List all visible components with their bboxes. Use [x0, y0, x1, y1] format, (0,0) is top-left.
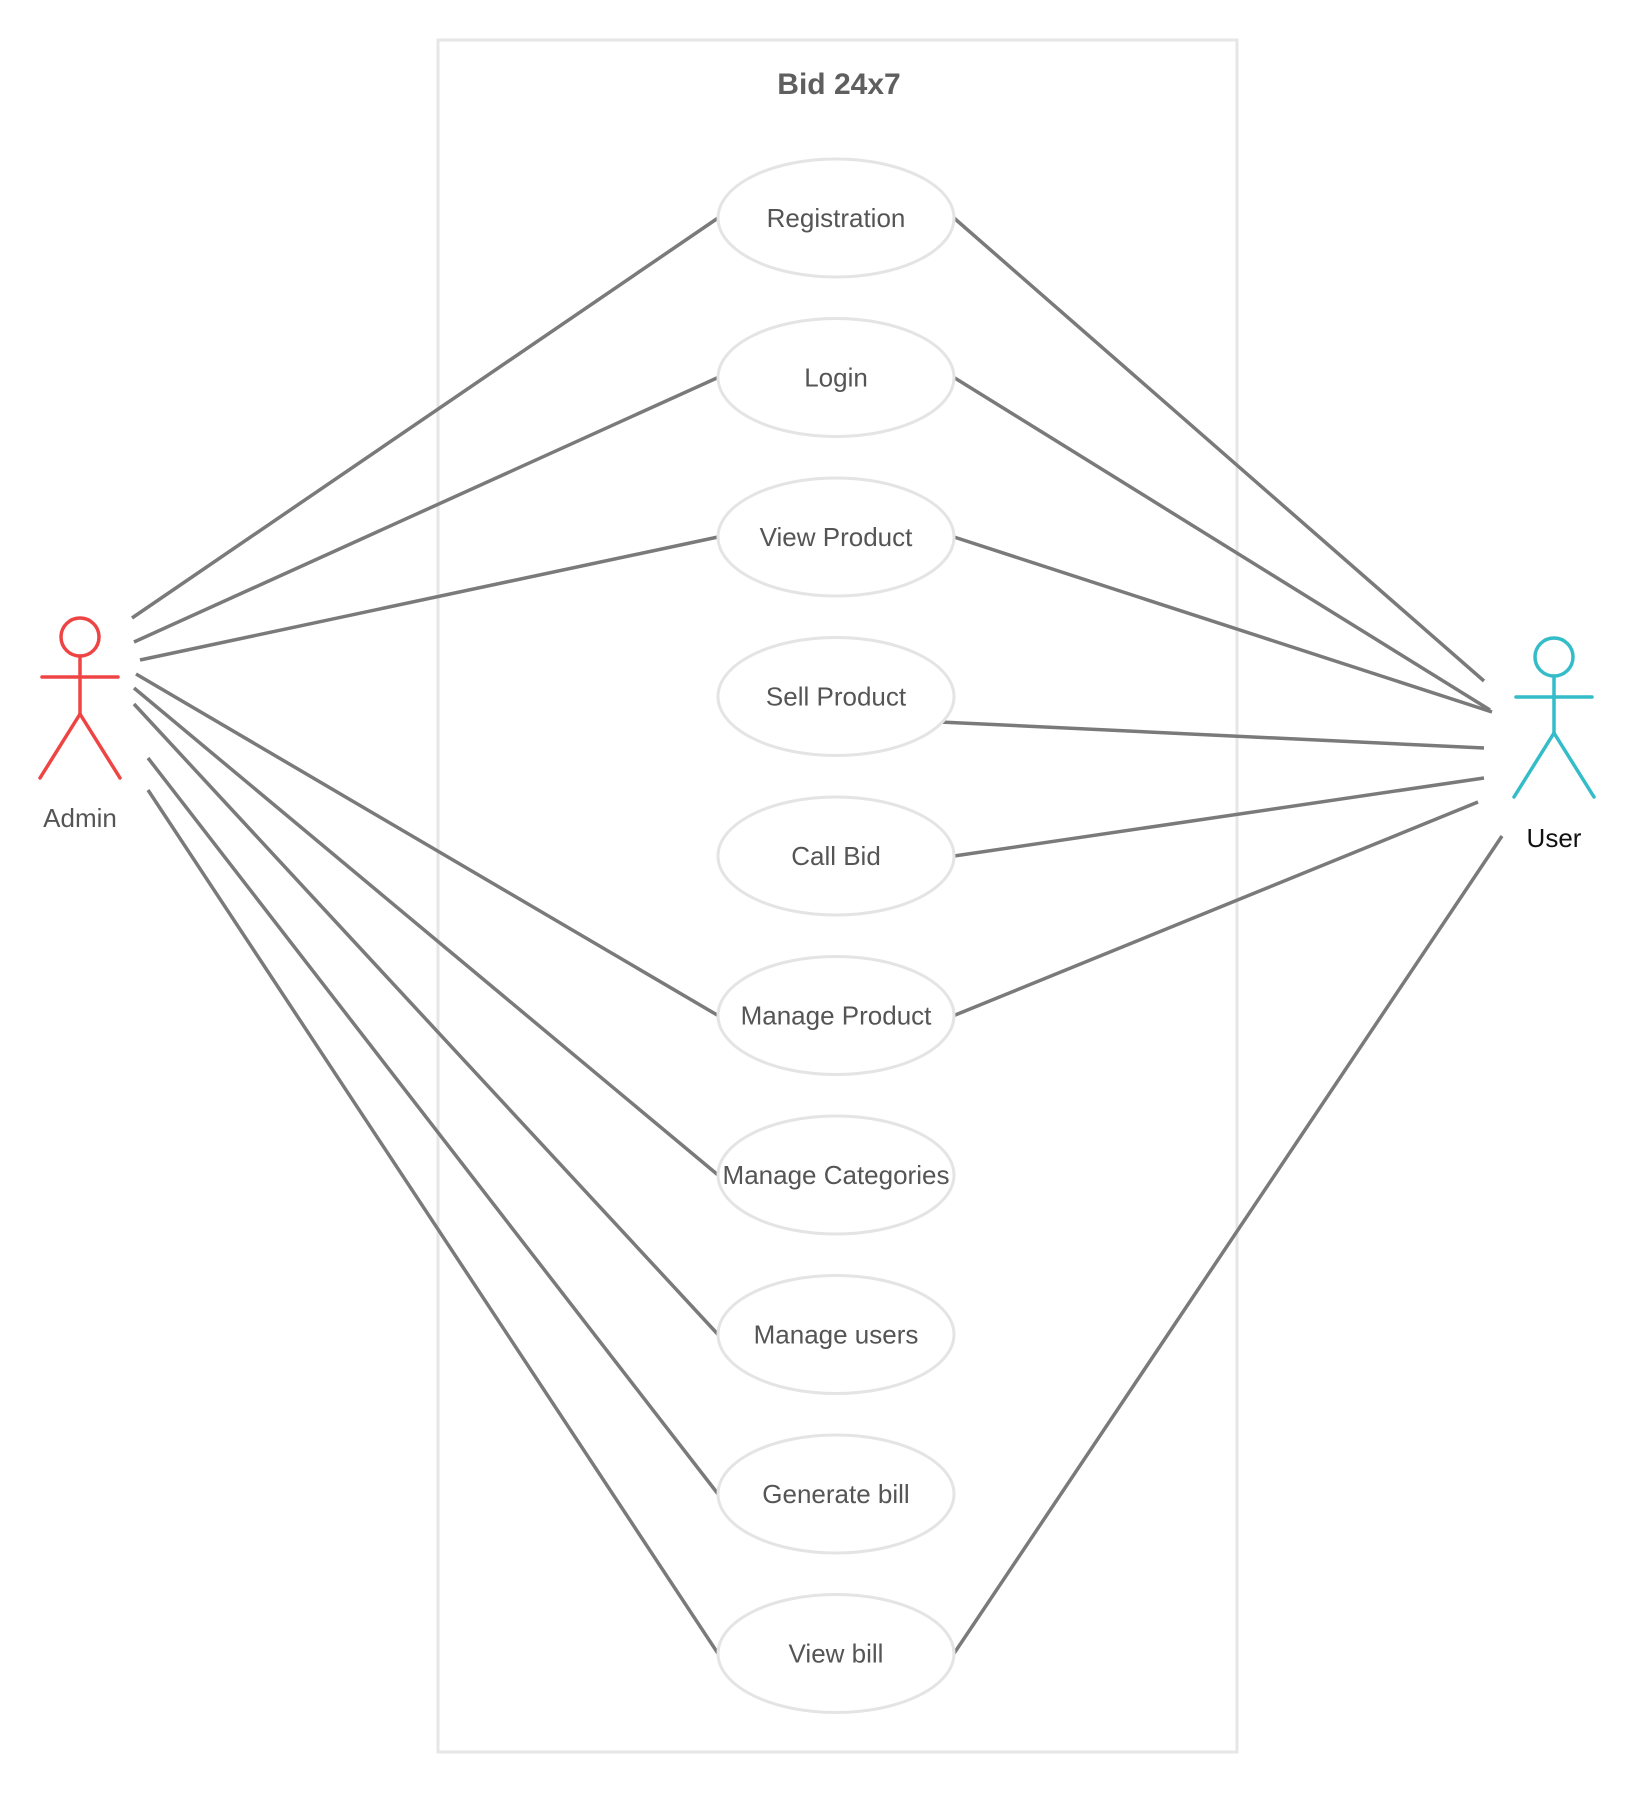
use-case-label: Sell Product [766, 682, 907, 712]
use-case-label: Manage Product [741, 1001, 933, 1031]
use-case-view-bill[interactable]: View bill [716, 1593, 956, 1714]
use-case-sell-product[interactable]: Sell Product [716, 636, 956, 757]
system-title: Bid 24x7 [777, 68, 900, 101]
use-case-view-product[interactable]: View Product [716, 476, 956, 598]
association-admin-manage-users [132, 702, 720, 1336]
use-case-call-bid[interactable]: Call Bid [716, 795, 956, 917]
association-user-view-bill [952, 835, 1504, 1655]
use-case-label: View Product [760, 522, 913, 552]
association-admin-login [133, 375, 719, 644]
use-case-manage-categories[interactable]: Manage Categories [716, 1114, 956, 1236]
use-case-registration[interactable]: Registration [716, 157, 956, 279]
association-user-view-product [953, 535, 1493, 714]
association-user-call-bid [953, 776, 1485, 858]
association-admin-manage-categories [132, 686, 720, 1177]
admin-label: Admin [43, 803, 117, 833]
use-case-label: Generate bill [762, 1479, 909, 1509]
association-lines [131, 216, 1504, 1655]
use-case-login[interactable]: Login [716, 317, 956, 438]
use-case-ellipse [716, 157, 956, 279]
use-case-ellipse [716, 476, 956, 598]
association-user-sell-product [939, 720, 1485, 750]
association-admin-view-bill [146, 789, 720, 1655]
admin-right-leg [78, 712, 122, 780]
association-admin-view-product [139, 535, 719, 662]
use-case-ellipse [716, 955, 956, 1076]
use-case-ellipse [716, 1593, 956, 1714]
user-right-leg [1552, 731, 1596, 799]
admin-head [59, 616, 101, 658]
admin-left-leg [38, 712, 82, 780]
use-case-ellipse [716, 317, 956, 438]
use-case-manage-users[interactable]: Manage users [716, 1274, 956, 1395]
user-label: User [1527, 823, 1582, 853]
use-case-ellipse [716, 1274, 956, 1395]
association-admin-manage-product [135, 672, 719, 1018]
association-admin-generate-bill [146, 756, 720, 1496]
association-user-manage-product [953, 800, 1479, 1018]
use-case-label: Call Bid [791, 841, 881, 871]
use-case-label: Login [804, 363, 868, 393]
use-case-manage-product[interactable]: Manage Product [716, 955, 956, 1076]
use-case-ellipse [716, 795, 956, 917]
use-case-label: Manage users [754, 1320, 919, 1350]
actor-admin[interactable] [38, 616, 122, 780]
user-left-leg [1512, 731, 1556, 799]
actor-user[interactable] [1512, 636, 1596, 799]
association-admin-registration [131, 216, 719, 620]
use-case-label: Registration [767, 203, 906, 233]
use-case-ellipse [716, 1114, 956, 1236]
association-user-login [953, 376, 1491, 712]
use-case-generate-bill[interactable]: Generate bill [716, 1433, 956, 1555]
use-case-label: Manage Categories [723, 1160, 950, 1190]
user-head [1533, 636, 1575, 678]
use-case-ellipse [716, 1433, 956, 1555]
association-user-registration [952, 216, 1486, 683]
use-case-ellipse [716, 636, 956, 757]
use-case-label: View bill [789, 1639, 884, 1669]
